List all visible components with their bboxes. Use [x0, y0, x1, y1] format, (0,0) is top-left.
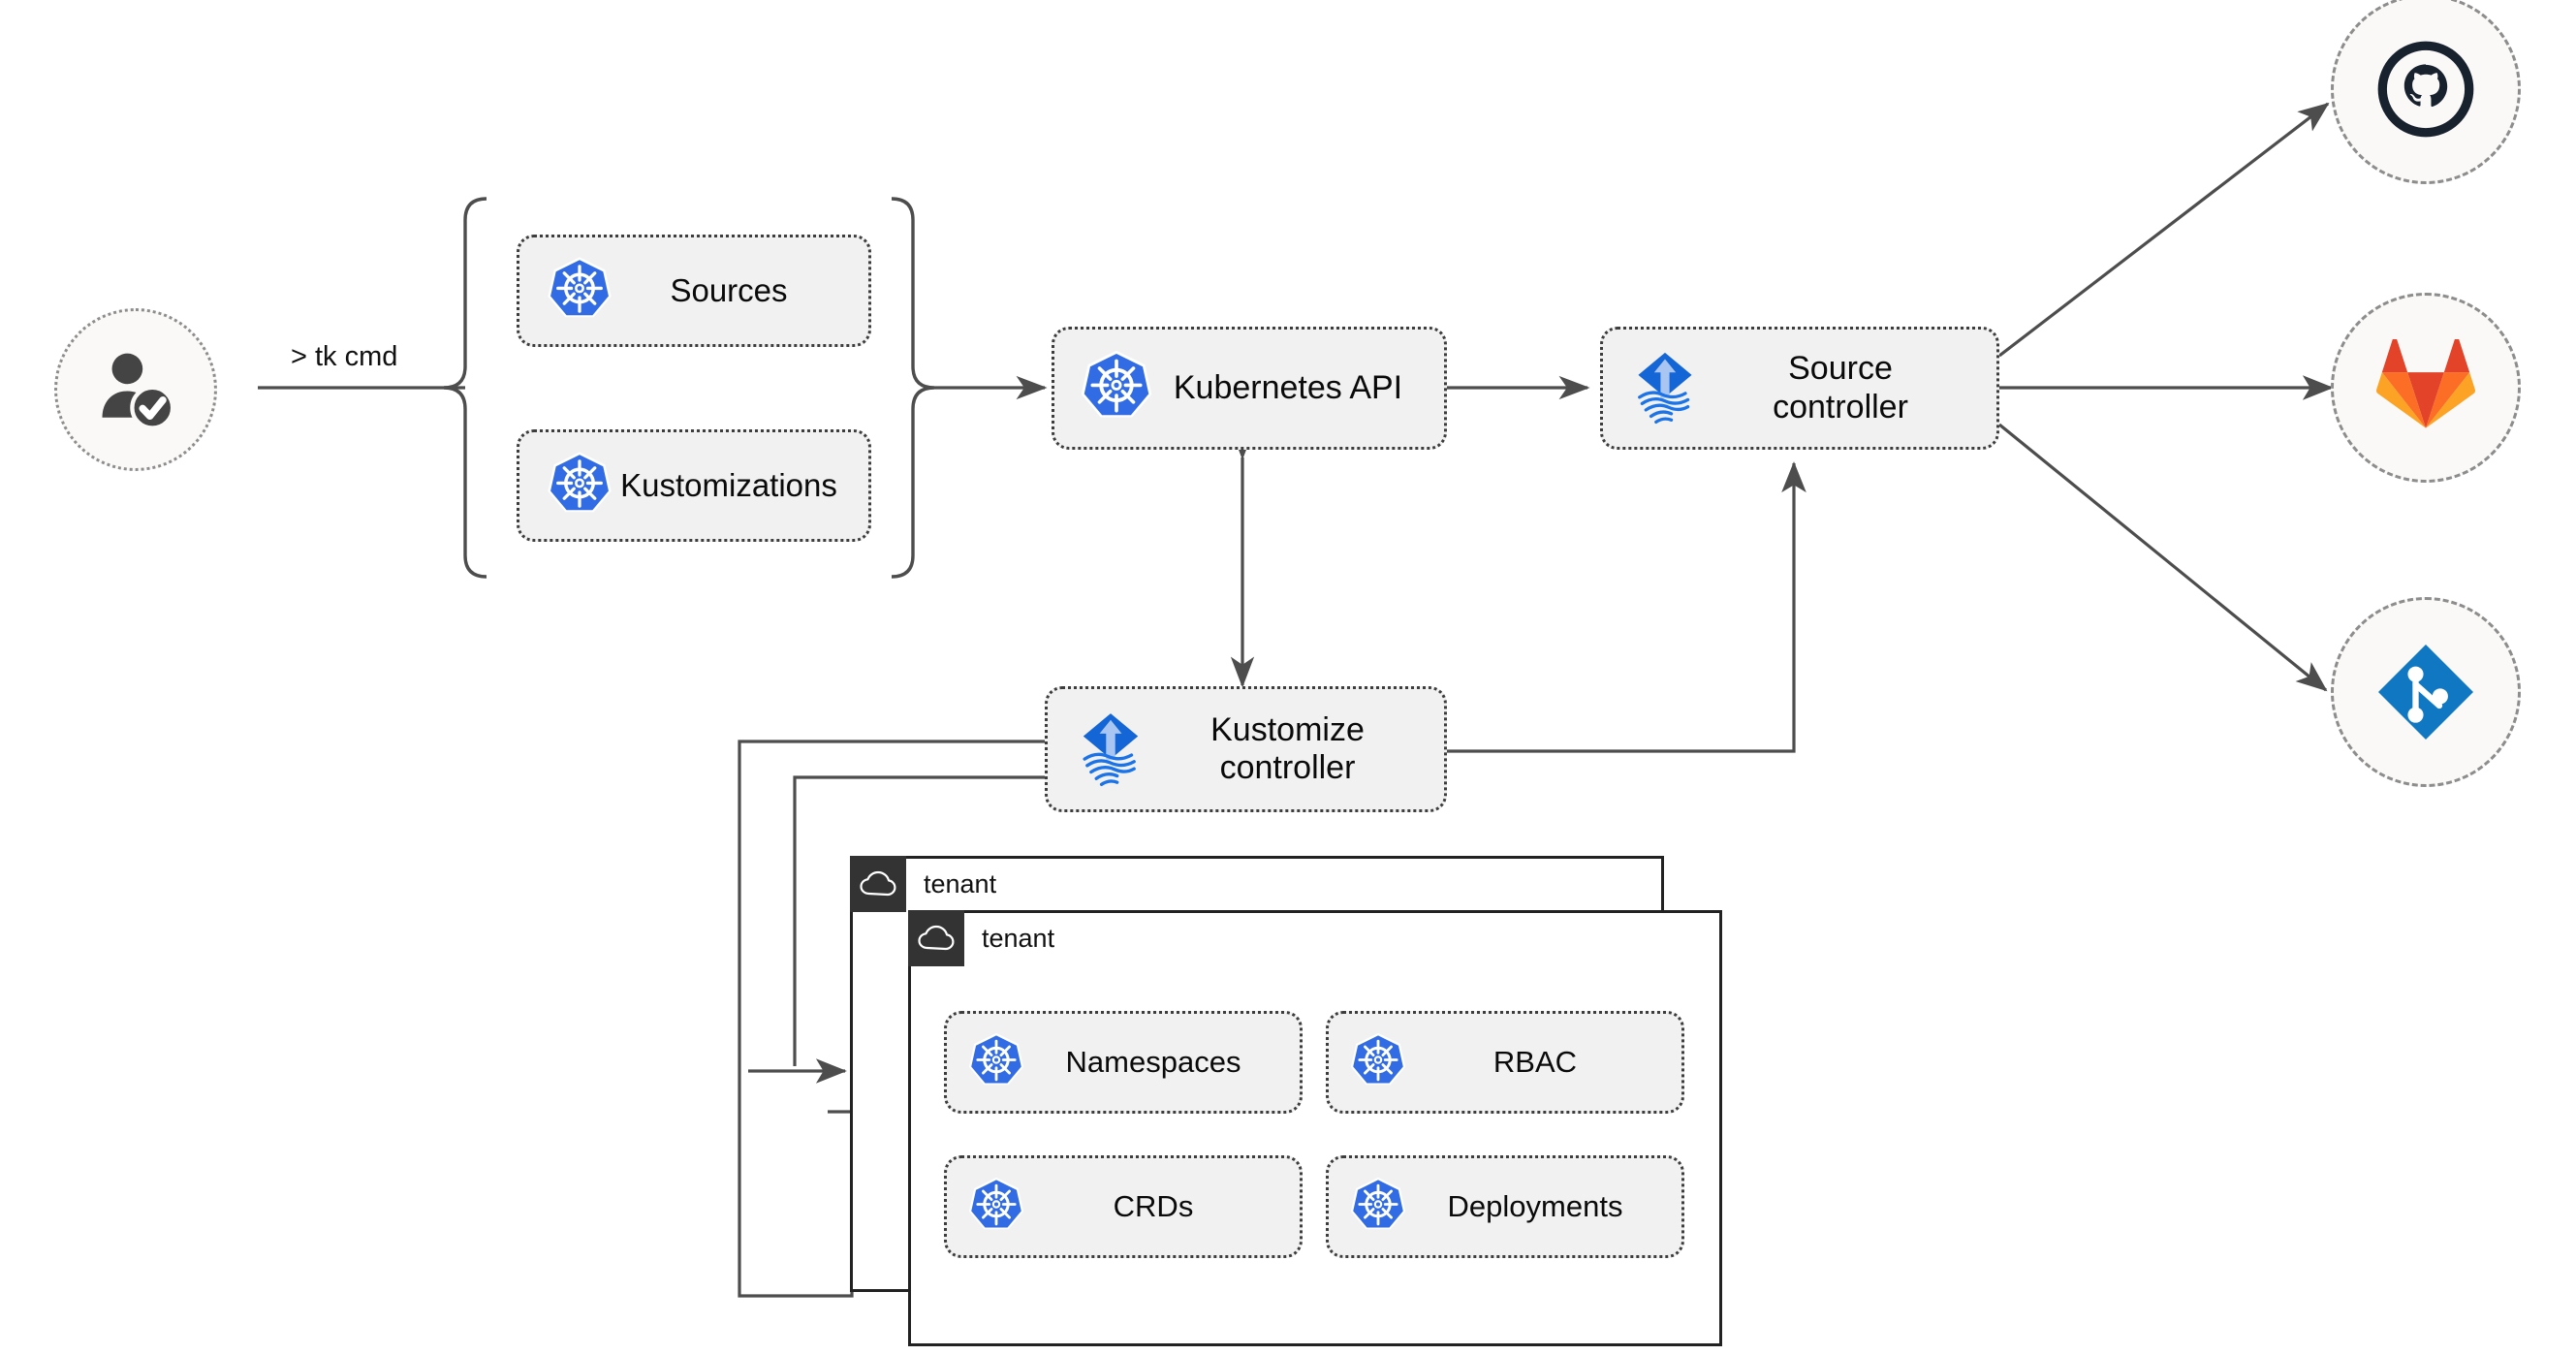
provider-github[interactable]	[2331, 0, 2521, 184]
cluster-tenant-back-title: tenant	[924, 868, 997, 898]
edge-sourcectrl-git	[1997, 423, 2328, 692]
command-label: > tk cmd	[291, 341, 398, 372]
node-source-controller[interactable]: Source controller	[1600, 327, 1999, 450]
node-kubernetes-api-label: Kubernetes API	[1173, 368, 1403, 406]
flux-icon	[1069, 706, 1152, 794]
gitlab-icon	[2375, 339, 2476, 428]
resource-deployments-label: Deployments	[1447, 1189, 1623, 1224]
kubernetes-icon	[1078, 347, 1155, 429]
provider-gitlab[interactable]	[2331, 293, 2521, 483]
provider-git[interactable]	[2331, 597, 2521, 787]
cloud-icon	[908, 910, 964, 966]
cloud-icon	[850, 856, 906, 912]
resource-deployments[interactable]: Deployments	[1326, 1155, 1684, 1258]
cluster-tenant-front-header: tenant	[908, 910, 1054, 966]
node-kustomize-controller-label: Kustomize controller	[1210, 710, 1365, 786]
cluster-tenant-front[interactable]: tenant Namespaces	[908, 910, 1722, 1346]
resource-namespaces-label: Namespaces	[1065, 1045, 1241, 1080]
card-sources[interactable]: Sources	[517, 235, 871, 347]
user-check-icon	[102, 353, 175, 430]
kubernetes-icon	[1348, 1030, 1408, 1095]
resource-rbac-label: RBAC	[1492, 1045, 1578, 1080]
card-kustomizations[interactable]: Kustomizations	[517, 429, 871, 542]
resource-namespaces[interactable]: Namespaces	[944, 1011, 1303, 1114]
cluster-tenant-front-title: tenant	[982, 923, 1055, 953]
kubernetes-icon	[545, 449, 614, 523]
github-icon	[2377, 41, 2474, 138]
resource-rbac[interactable]: RBAC	[1326, 1011, 1684, 1114]
edge-kustomizectrl-sourcectrl	[1447, 461, 1806, 753]
card-kustomizations-label: Kustomizations	[620, 467, 837, 504]
left-curly-brace	[443, 197, 487, 579]
resource-crds-label: CRDs	[1113, 1189, 1194, 1224]
edge-sourcectrl-github	[1998, 102, 2330, 358]
actor-user[interactable]	[54, 308, 217, 471]
kubernetes-icon	[966, 1030, 1026, 1095]
git-icon	[2378, 645, 2473, 740]
kubernetes-icon	[545, 254, 614, 329]
kubernetes-icon	[1348, 1175, 1408, 1240]
node-source-controller-label: Source controller	[1773, 350, 1908, 425]
card-sources-label: Sources	[670, 272, 788, 309]
resource-crds[interactable]: CRDs	[944, 1155, 1303, 1258]
node-kustomize-controller[interactable]: Kustomize controller	[1045, 686, 1447, 812]
flux-icon	[1624, 345, 1706, 431]
cluster-tenant-back-header: tenant	[850, 856, 996, 912]
right-curly-brace	[891, 197, 935, 579]
node-kubernetes-api[interactable]: Kubernetes API	[1052, 327, 1447, 450]
kubernetes-icon	[966, 1175, 1026, 1240]
